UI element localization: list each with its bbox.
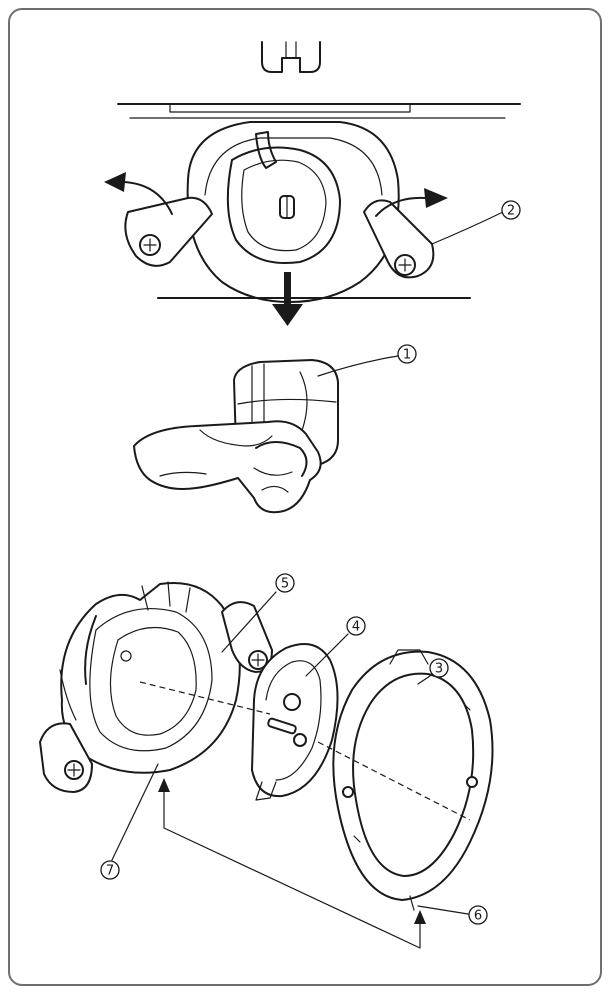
callout-1-label: 1	[403, 348, 411, 363]
callout-7-label: 7	[106, 864, 114, 879]
hook-retainer-ring	[332, 649, 494, 911]
exploded-hook-parts	[39, 581, 494, 949]
callout-1: 1	[397, 344, 417, 364]
callout-3-label: 3	[435, 662, 443, 677]
callout-4-label: 4	[352, 620, 360, 635]
callout-7: 7	[100, 860, 120, 880]
callout-2: 2	[501, 200, 521, 220]
diagram-frame	[8, 8, 602, 986]
callout-6: 6	[468, 905, 488, 925]
hook-assembly-installed	[104, 41, 521, 326]
callout-leaders	[111, 211, 504, 915]
callout-6-label: 6	[474, 909, 482, 924]
callout-4: 4	[346, 616, 366, 636]
rotary-hook-middle	[251, 643, 339, 801]
callout-5-label: 5	[281, 577, 289, 592]
callout-5: 5	[275, 573, 295, 593]
callout-2-label: 2	[507, 204, 515, 219]
callout-3: 3	[429, 658, 449, 678]
hand-holding-bobbin-case	[133, 359, 339, 514]
hook-race	[39, 581, 273, 793]
